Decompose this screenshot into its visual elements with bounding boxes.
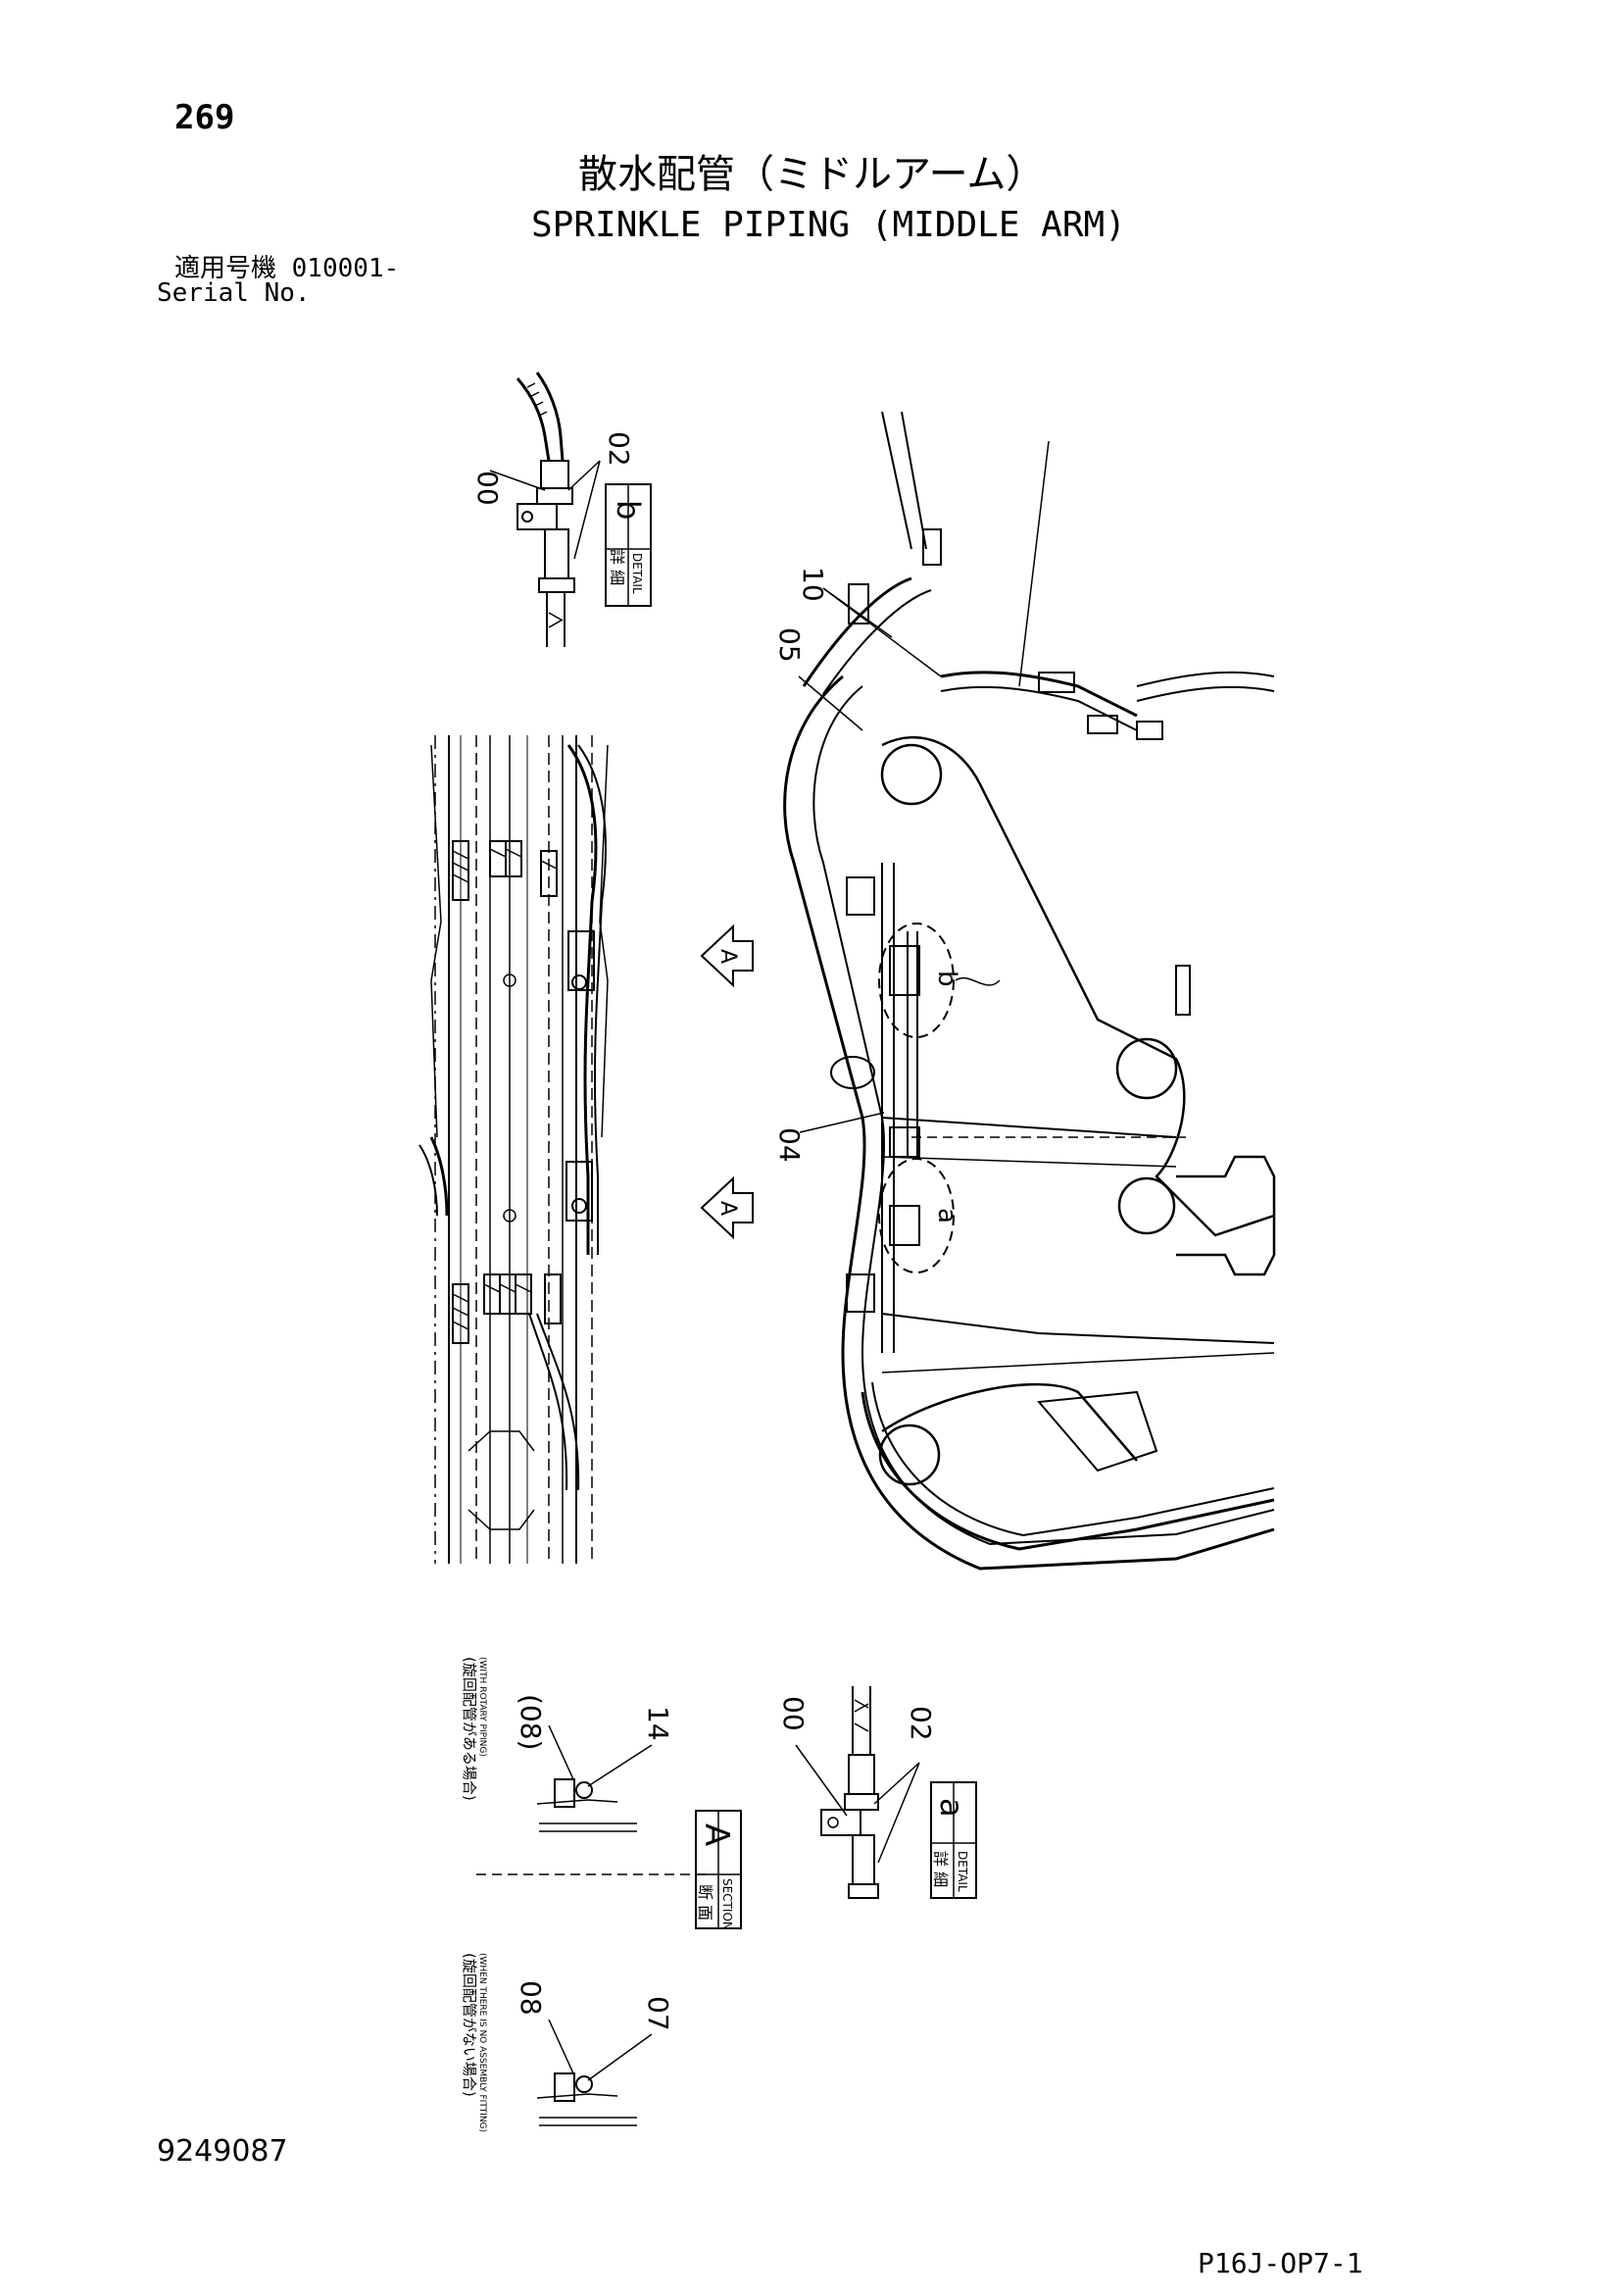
- sheet-code: P16J-OP7-1: [1198, 2247, 1363, 2279]
- plan-view: [418, 735, 609, 1564]
- detail-a-box-en: DETAIL: [956, 1851, 969, 1892]
- section-arrow-label-upper: A: [715, 949, 740, 964]
- section-arrows: [700, 923, 754, 1240]
- serial-label-english: Serial No.: [157, 278, 311, 308]
- detail-b-box-en: DETAIL: [630, 553, 644, 594]
- section-a-upper-callout-08: (08): [515, 1694, 547, 1750]
- callout-04: 04: [773, 1127, 806, 1163]
- detail-b-box-jp: 詳 細: [608, 549, 626, 585]
- section-a-upper-callout-14: 14: [642, 1706, 674, 1741]
- section-a-view: [476, 1724, 742, 2126]
- section-a-lower-note-jp: (旋回配管がない場合): [461, 1953, 478, 2097]
- section-a-upper-note-en: (WITH ROTARY PIPING): [477, 1657, 487, 1757]
- detail-a-callout-02: 02: [905, 1706, 937, 1741]
- detail-marker-b: b: [932, 971, 961, 987]
- section-a-box-letter: A: [697, 1823, 736, 1846]
- section-a-box-jp: 断 面: [696, 1884, 714, 1921]
- detail-a-box-letter: a: [933, 1798, 970, 1818]
- section-a-lower-callout-08: 08: [515, 1980, 547, 2016]
- detail-b-view: [489, 372, 652, 647]
- callout-05: 05: [773, 627, 806, 663]
- title-english: SPRINKLE PIPING (MIDDLE ARM): [531, 205, 1126, 245]
- main-arm-view: [783, 411, 1276, 1571]
- detail-a-view: [795, 1686, 977, 1899]
- section-arrow-label-lower: A: [715, 1201, 740, 1216]
- detail-b-callout-02: 02: [603, 431, 635, 467]
- callout-10: 10: [797, 567, 829, 602]
- section-a-lower-callout-07: 07: [642, 1996, 674, 2031]
- section-a-lower-note-en: (WHEN THERE IS NO ASSEMBLY FITTING): [477, 1953, 487, 2132]
- detail-a-box-jp: 詳 細: [931, 1851, 950, 1887]
- document-number: 9249087: [157, 2134, 288, 2169]
- page-number: 269: [174, 98, 235, 137]
- serial-label-japanese: 適用号機 010001-: [174, 254, 400, 283]
- detail-a-callout-00: 00: [777, 1696, 810, 1731]
- detail-b-callout-00: 00: [471, 471, 504, 506]
- detail-b-box-letter: b: [610, 500, 647, 520]
- title-japanese: 散水配管（ミドルアーム）: [578, 152, 1046, 197]
- section-a-box-en: SECTION: [720, 1878, 734, 1930]
- section-a-upper-note-jp: (旋回配管がある場合): [461, 1657, 478, 1801]
- detail-marker-a: a: [932, 1208, 961, 1223]
